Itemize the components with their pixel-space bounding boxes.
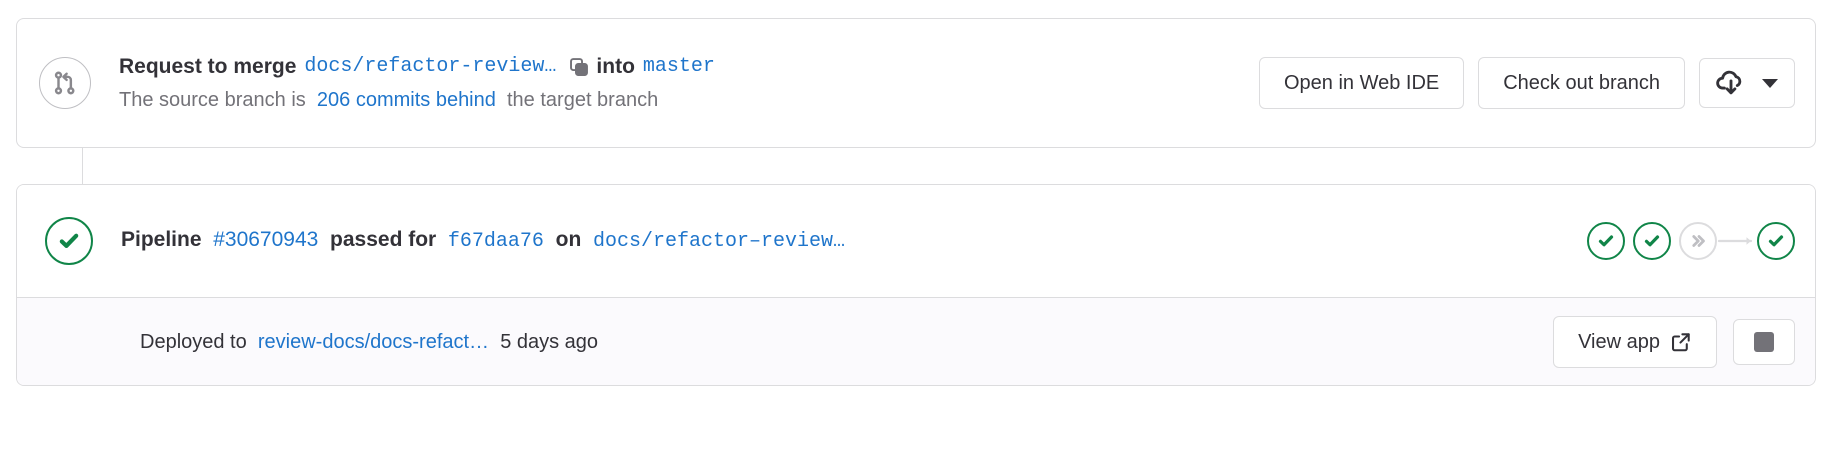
commits-behind-link[interactable]: 206 commits behind <box>316 89 496 111</box>
merge-preposition-label: into <box>596 55 635 78</box>
deployment-summary: Deployed to review-docs/docs-refact… 5 d… <box>45 329 1533 355</box>
merge-request-card: Request to merge docs/refactor-review… i… <box>16 18 1816 148</box>
view-app-button[interactable]: View app <box>1553 315 1717 368</box>
commit-sha-link[interactable]: f67daa76 <box>447 230 544 253</box>
stage-arrow-icon <box>1717 222 1757 260</box>
cloud-download-icon <box>1716 70 1746 96</box>
download-dropdown-button[interactable] <box>1699 58 1795 108</box>
merge-subline: The source branch is 206 commits behind … <box>119 87 1235 113</box>
deployment-timestamp: 5 days ago <box>500 330 599 353</box>
pipeline-stage-4-success[interactable] <box>1757 222 1795 260</box>
pipeline-branch-link[interactable]: docs/refactor–review… <box>592 230 846 253</box>
card-connector-line <box>82 148 83 184</box>
pipeline-id-link[interactable]: #30670943 <box>213 228 319 251</box>
merge-request-body: Request to merge docs/refactor-review… i… <box>91 53 1235 113</box>
external-link-icon <box>1670 331 1692 353</box>
pipeline-card: Pipeline #30670943 passed for f67daa76 o… <box>16 184 1816 386</box>
merge-headline: Request to merge docs/refactor-review… i… <box>119 53 1235 81</box>
subline-prefix-label: The source branch is <box>119 89 306 111</box>
deployment-row: Deployed to review-docs/docs-refact… 5 d… <box>17 297 1815 385</box>
source-branch-link[interactable]: docs/refactor-review… <box>304 55 557 78</box>
pipeline-stage-1-success[interactable] <box>1587 222 1625 260</box>
pipeline-stage-3-skipped[interactable] <box>1679 222 1717 260</box>
subline-suffix-label: the target branch <box>507 89 659 111</box>
open-in-web-ide-button[interactable]: Open in Web IDE <box>1258 57 1465 109</box>
merge-request-actions: Open in Web IDE Check out branch <box>1235 57 1795 109</box>
status-success-icon <box>45 217 93 265</box>
deployment-prefix-label: Deployed to <box>140 330 247 353</box>
view-app-label: View app <box>1578 330 1660 353</box>
pipeline-on-label: on <box>555 228 582 251</box>
deployment-actions: View app <box>1533 315 1795 368</box>
pipeline-label: Pipeline <box>121 228 202 251</box>
pipeline-stages <box>1563 222 1795 260</box>
stop-icon <box>1754 331 1774 352</box>
chevron-down-icon <box>1762 78 1778 88</box>
merge-request-icon <box>39 57 91 109</box>
pipeline-stage-2-success[interactable] <box>1633 222 1671 260</box>
environment-link[interactable]: review-docs/docs-refact… <box>257 330 490 353</box>
target-branch-link[interactable]: master <box>642 55 715 78</box>
merge-prefix-label: Request to merge <box>119 55 297 78</box>
pipeline-summary: Pipeline #30670943 passed for f67daa76 o… <box>93 226 1563 256</box>
check-out-branch-button[interactable]: Check out branch <box>1478 57 1685 109</box>
stop-environment-button[interactable] <box>1733 318 1795 365</box>
pipeline-result-label: passed for <box>330 228 437 251</box>
pipeline-row: Pipeline #30670943 passed for f67daa76 o… <box>17 185 1815 297</box>
copy-icon[interactable] <box>566 54 592 80</box>
